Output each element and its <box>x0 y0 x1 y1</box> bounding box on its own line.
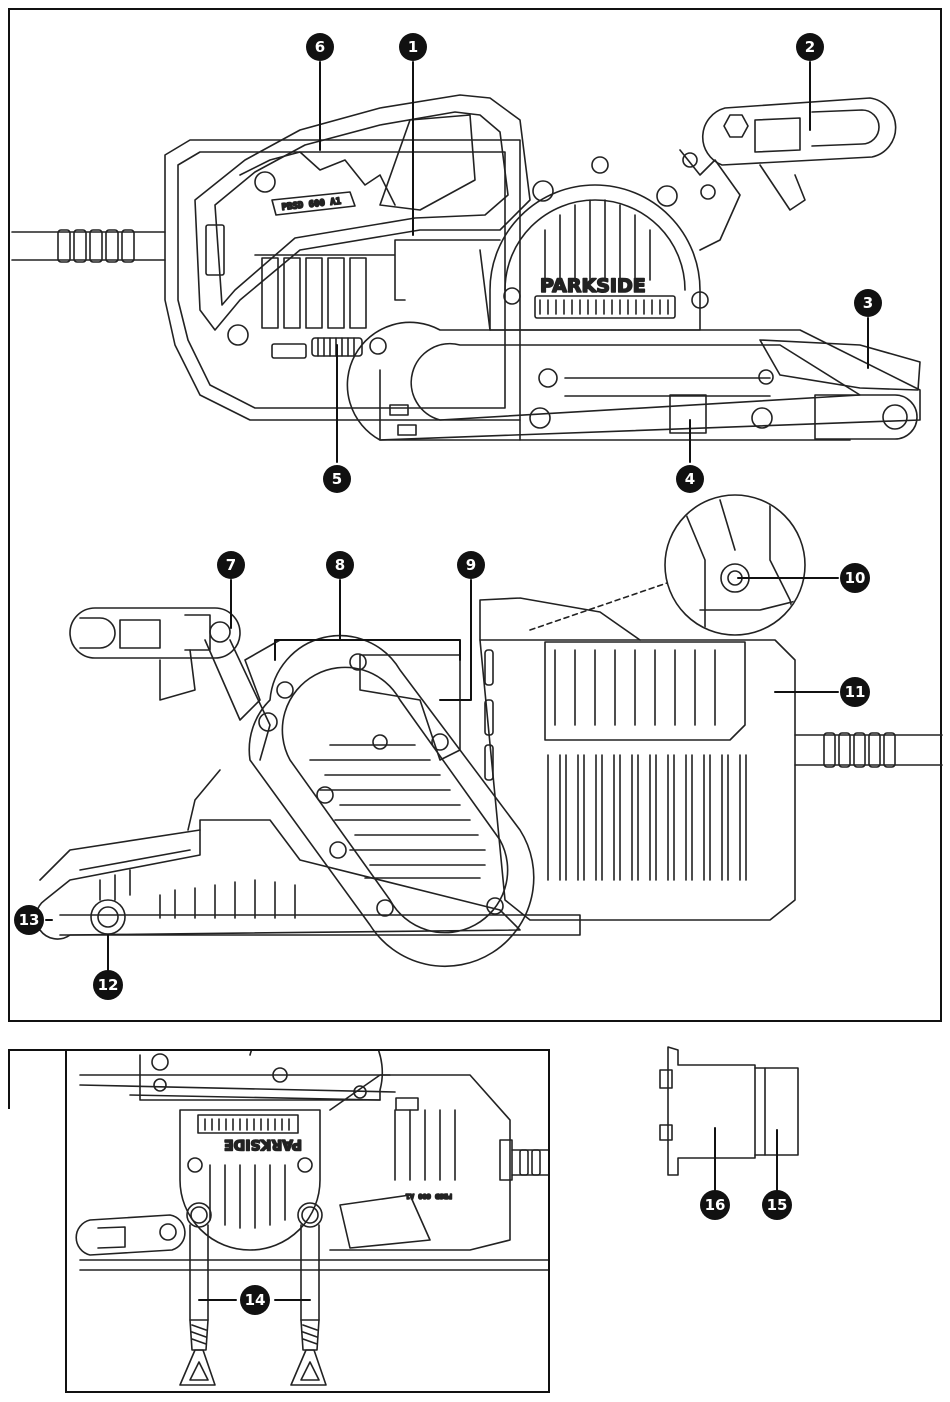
housing-vents-top <box>262 258 366 328</box>
svg-text:3: 3 <box>863 294 873 312</box>
svg-text:12: 12 <box>98 976 119 994</box>
belt-sander-stationary-view: PARKSIDE PBSD 600 A1 <box>76 1005 548 1385</box>
model-plate: PBSD 600 A1 <box>272 192 355 215</box>
cord-strain-relief <box>58 230 134 262</box>
belt-sander-side-view-2 <box>36 598 942 966</box>
callout-15: 15 <box>762 1190 792 1220</box>
motor-housing <box>480 640 795 920</box>
callout-5: 5 <box>323 465 351 493</box>
callout-11: 11 <box>840 677 870 707</box>
callout-8: 8 <box>326 551 354 579</box>
model-label-inverted: PBSD 600 A1 <box>406 1192 452 1200</box>
callout-7: 7 <box>217 551 245 579</box>
callout-16: 16 <box>700 1190 730 1220</box>
svg-text:5: 5 <box>332 470 342 488</box>
speed-control-wheel <box>272 338 362 358</box>
callout-2: 2 <box>796 33 824 61</box>
front-auxiliary-handle <box>680 98 896 250</box>
belt-sander-side-view-1: PBSD 600 A1 <box>12 95 920 440</box>
svg-text:15: 15 <box>767 1196 788 1214</box>
callout-4: 4 <box>676 465 704 493</box>
brand-logo-inverted: PARKSIDE <box>224 1136 302 1152</box>
svg-text:2: 2 <box>805 38 815 56</box>
detail-circle-screw <box>530 495 805 640</box>
callout-14: 14 <box>240 1285 270 1315</box>
callout-1: 1 <box>399 33 427 61</box>
svg-text:6: 6 <box>315 38 325 56</box>
svg-text:16: 16 <box>705 1196 726 1214</box>
callout-6: 6 <box>306 33 334 61</box>
callout-10: 10 <box>840 563 870 593</box>
svg-text:10: 10 <box>845 569 866 587</box>
callout-3: 3 <box>854 289 882 317</box>
callout-9: 9 <box>457 551 485 579</box>
brand-logo: PARKSIDE <box>540 275 646 297</box>
svg-text:14: 14 <box>245 1291 266 1309</box>
svg-text:8: 8 <box>335 556 345 574</box>
callout-badges: 1 2 3 4 5 6 7 8 9 10 11 12 13 14 15 16 <box>14 33 882 1315</box>
svg-text:9: 9 <box>466 556 476 574</box>
sanding-belt-assembly <box>347 322 920 440</box>
svg-text:13: 13 <box>19 911 40 929</box>
svg-text:4: 4 <box>685 470 695 488</box>
callout-13: 13 <box>14 905 44 935</box>
svg-text:11: 11 <box>845 683 866 701</box>
svg-text:7: 7 <box>226 556 236 574</box>
svg-text:1: 1 <box>408 38 418 56</box>
belt-drive-cover: PARKSIDE <box>490 157 708 330</box>
aux-handle-side-2 <box>70 608 280 760</box>
callout-12: 12 <box>93 970 123 1000</box>
cord-strain-relief-2 <box>824 733 895 767</box>
